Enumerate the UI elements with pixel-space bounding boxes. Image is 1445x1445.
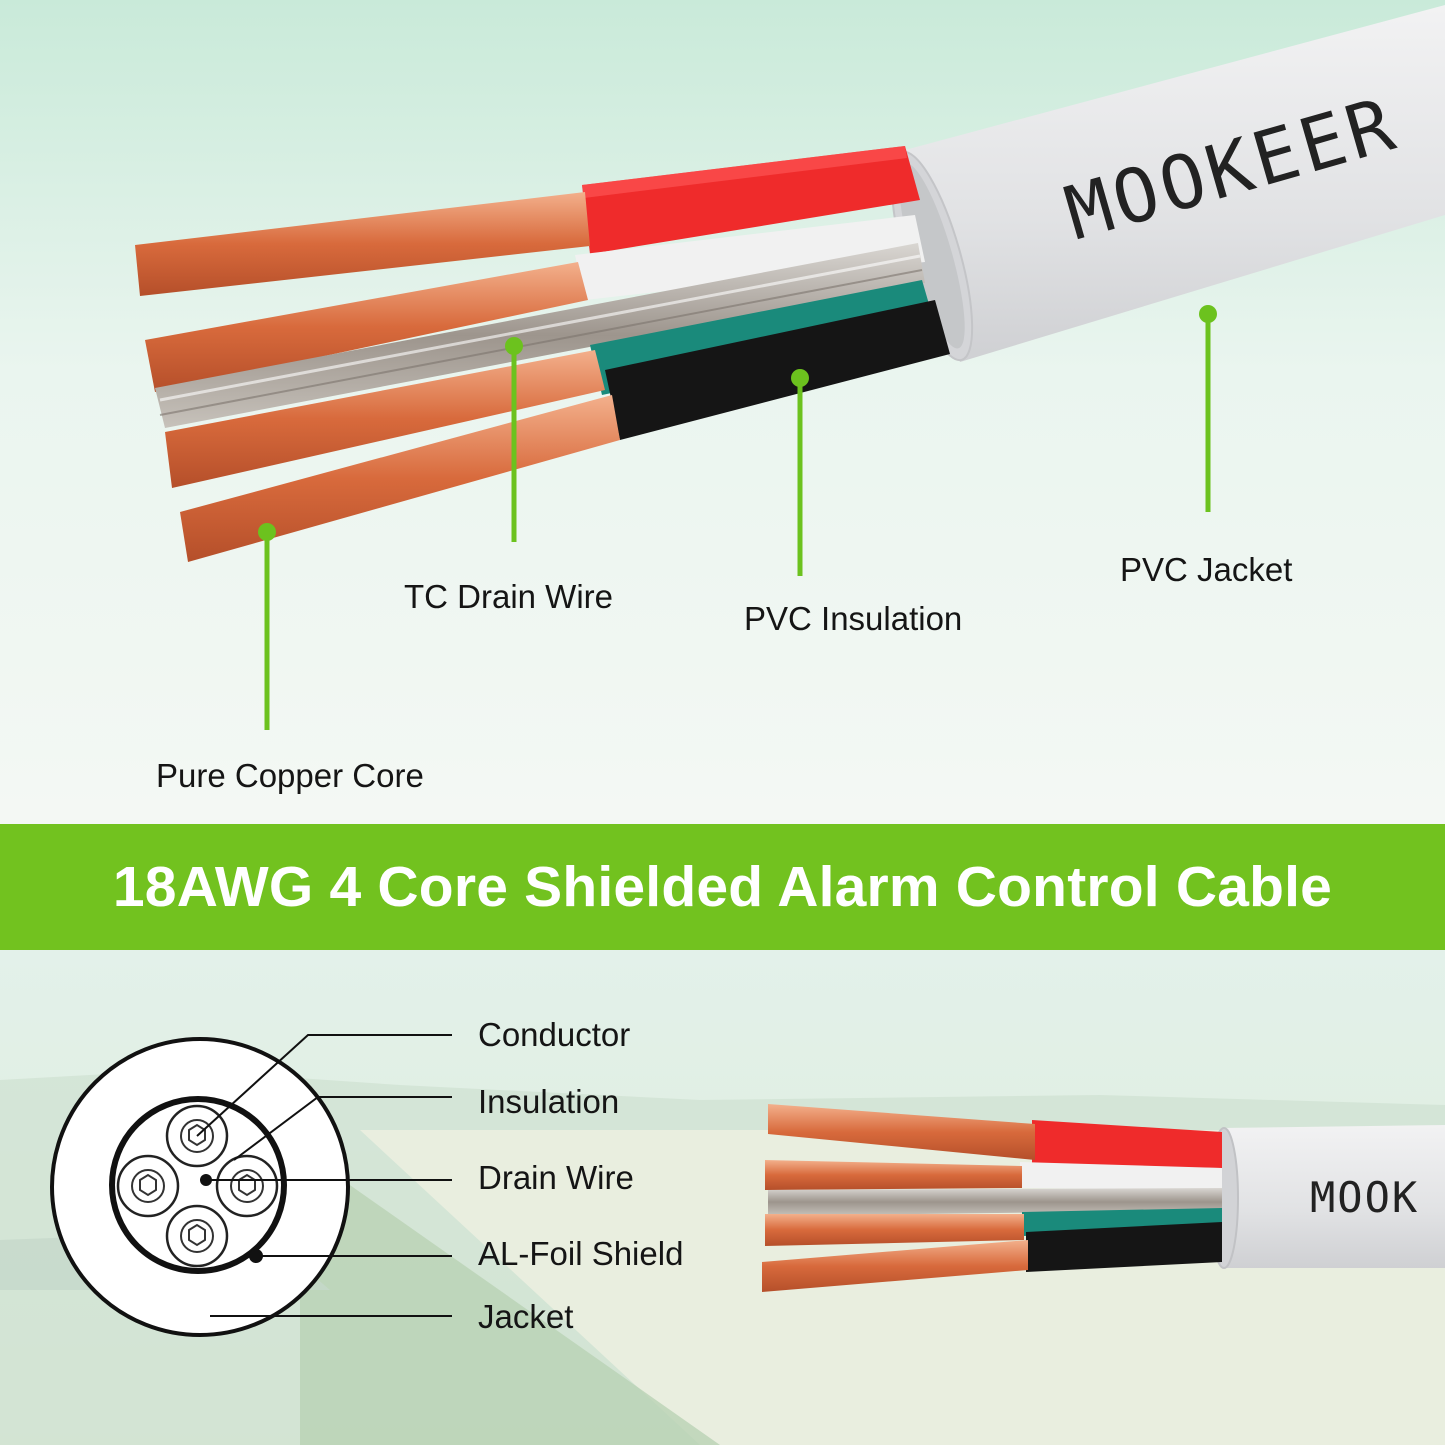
label-al-foil-shield: AL-Foil Shield xyxy=(478,1235,684,1272)
wire-white-top xyxy=(145,215,925,392)
callout-lines-top xyxy=(258,305,1217,730)
title-banner: 18AWG 4 Core Shielded Alarm Control Cabl… xyxy=(0,824,1445,950)
banner-title: 18AWG 4 Core Shielded Alarm Control Cabl… xyxy=(112,855,1333,919)
cable-jacket-top: MOOKEER xyxy=(890,5,1445,362)
label-insulation: Insulation xyxy=(478,1083,620,1120)
brand-mark-bottom: MOOK xyxy=(1310,1173,1419,1222)
label-pure-copper-core: Pure Copper Core xyxy=(156,757,424,794)
label-pvc-jacket: PVC Jacket xyxy=(1120,551,1293,588)
label-conductor: Conductor xyxy=(478,1016,631,1053)
wire-black-top xyxy=(180,300,950,562)
label-tc-drain-wire: TC Drain Wire xyxy=(404,578,614,615)
wire-red-top xyxy=(135,146,920,296)
cable-bottom: MOOK xyxy=(762,1104,1445,1292)
label-drain-wire: Drain Wire xyxy=(478,1159,634,1196)
label-jacket: Jacket xyxy=(478,1298,574,1335)
label-pvc-insulation: PVC Insulation xyxy=(744,600,963,637)
drain-wire-top xyxy=(155,243,925,428)
cross-section-diagram xyxy=(50,1034,452,1337)
